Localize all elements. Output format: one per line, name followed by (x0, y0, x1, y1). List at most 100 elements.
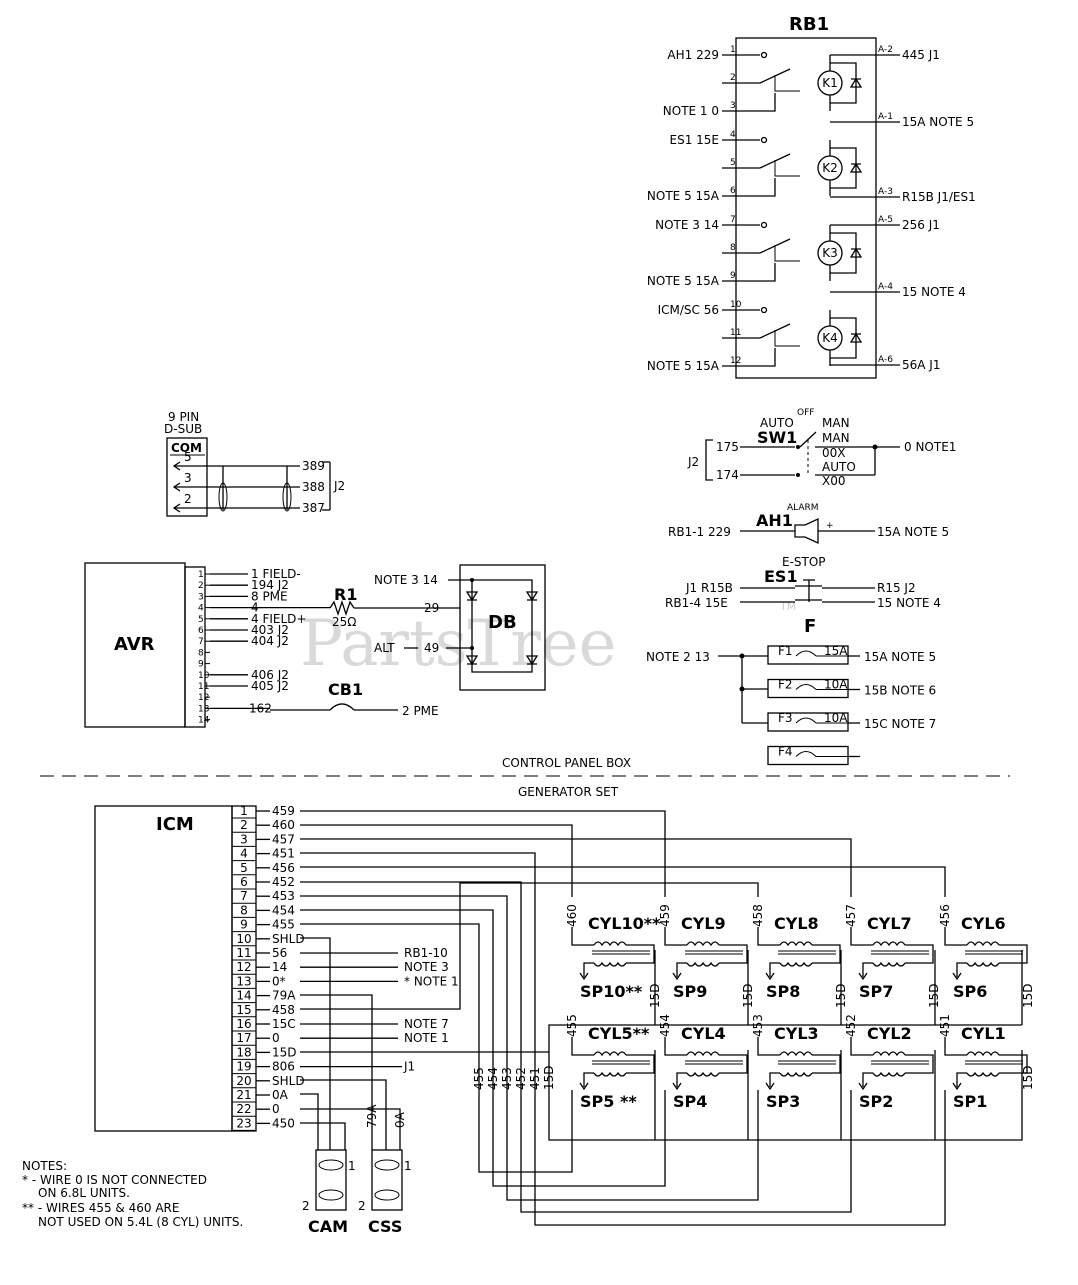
coil-return (719, 944, 748, 964)
icm-wire: 458 (272, 1003, 295, 1017)
coil-return (905, 944, 934, 964)
r1-wire: 29 (424, 601, 439, 615)
rb1-right-pin: A-3 (878, 187, 893, 197)
icm-pin: 12 (236, 960, 251, 974)
avr-wire-label: 1 FIELD- (251, 567, 301, 581)
icm-dest: NOTE 1 (404, 1031, 449, 1045)
coil-plug-lead (676, 1072, 687, 1087)
coil-plug-lead (769, 962, 780, 977)
spark-plug-icon (765, 1082, 775, 1091)
icm-pin: 9 (240, 918, 248, 932)
rb1-right-pin: A-6 (878, 355, 893, 365)
coil-secondary-icon (966, 961, 1000, 967)
coil-return (905, 1054, 934, 1074)
notes-line-2: ON 6.8L UNITS. (38, 1186, 130, 1200)
icm-pin: 21 (236, 1088, 251, 1102)
es1-estop: E-STOP (782, 555, 826, 569)
icm-wire: 452 (272, 875, 295, 889)
coil-wire: 453 (751, 1014, 765, 1037)
fuse-rating: 15A (824, 644, 848, 658)
coil-secondary-icon (686, 961, 720, 967)
coil-lead (757, 1037, 780, 1056)
coil-return-label: 15D (1021, 983, 1035, 1008)
relay-name: K1 (822, 76, 838, 90)
spark-plug-icon (765, 972, 775, 981)
bus-label: 455 (472, 1067, 486, 1090)
panel-separator: CONTROL PANEL BOX GENERATOR SET (40, 756, 1010, 799)
fuse-rating: 10A (824, 678, 848, 692)
relay-diode-loop (830, 147, 857, 189)
resistor-r1: R1 25Ω 29 (329, 585, 460, 629)
spark-plug-icon (952, 972, 962, 981)
fuse-icon (795, 751, 817, 757)
spark-plug-icon (858, 1082, 868, 1091)
spark-plug-label: SP3 (766, 1092, 800, 1111)
coil-secondary-icon (779, 961, 813, 967)
rb1-right-label: 15 NOTE 4 (902, 285, 966, 299)
rb1-pin-label: AH1 229 (667, 48, 719, 62)
icm-pin: 6 (240, 875, 248, 889)
rb1-pin-label: ICM/SC 56 (658, 303, 719, 317)
coil-name: CYL2 (867, 1024, 912, 1043)
coil-name: CYL1 (961, 1024, 1006, 1043)
avr-terminal-number: 10 (198, 671, 210, 681)
icm-pin: 17 (236, 1031, 251, 1045)
coil-return-label: 15D (834, 983, 848, 1008)
coil-primary-icon (872, 1051, 906, 1057)
avr-terminal-number: 14 (198, 716, 210, 726)
coil-name: CYL7 (867, 914, 912, 933)
coil-wire: 451 (938, 1014, 952, 1037)
coil-lead (571, 1037, 594, 1056)
css-wire-b: 0A (393, 1111, 407, 1128)
rb1-right-pin: A-5 (878, 215, 893, 225)
rb1-contact (760, 221, 768, 229)
coil-secondary-icon (779, 1071, 813, 1077)
avr-terminal-number: 11 (198, 682, 209, 692)
rb1-switch-link (774, 330, 800, 347)
switch-sw1: OFF AUTO MAN SW1 MAN 00X AUTO X00 J2 175… (687, 408, 956, 488)
spark-plug-icon (672, 972, 682, 981)
rb1-pin-label: NOTE 5 15A (647, 274, 720, 288)
cam-name: CAM (308, 1217, 348, 1236)
coil-return (812, 1054, 841, 1074)
coil-secondary-icon (593, 961, 627, 967)
cb1-name: CB1 (328, 680, 363, 699)
avr-terminal-number: 9 (198, 660, 204, 670)
r1-value: 25Ω (332, 615, 356, 629)
rb1-pin-number: 4 (730, 130, 736, 140)
notes: NOTES: * - WIRE 0 IS NOT CONNECTED ON 6.… (22, 1159, 243, 1229)
notes-line-4: NOT USED ON 5.4L (8 CYL) UNITS. (38, 1215, 243, 1229)
diode-icon (465, 591, 479, 602)
ah1-left: RB1-1 229 (668, 525, 731, 539)
avr-terminal-number: 7 (198, 637, 204, 647)
coil-return-label: 15D (927, 983, 941, 1008)
r1-name: R1 (334, 585, 357, 604)
resistor-icon (329, 599, 355, 617)
cam-pin2: 2 (302, 1199, 310, 1213)
watermark-text: PartsTree (300, 607, 617, 681)
icm-pin: 15 (236, 1003, 251, 1017)
icm-pin: 10 (236, 932, 251, 946)
css-name: CSS (368, 1217, 402, 1236)
coil-name: CYL5** (588, 1024, 650, 1043)
icm-wire: SHLD (272, 1074, 305, 1088)
coil-return (626, 944, 655, 964)
fuse-box (767, 712, 849, 732)
db-wire-alt: 49 (424, 641, 439, 655)
rb1-pin-number: 3 (730, 101, 736, 111)
icm-wire: 450 (272, 1116, 295, 1130)
rb1-pin-number: 9 (730, 271, 736, 281)
rb1-pin-number: 8 (730, 243, 736, 253)
icm-pin: 2 (240, 818, 248, 832)
fuse-icon (795, 684, 817, 690)
rb1-contact-wire (760, 178, 776, 197)
spark-plug-label: SP1 (953, 1092, 987, 1111)
icm-pin: 16 (236, 1017, 251, 1031)
